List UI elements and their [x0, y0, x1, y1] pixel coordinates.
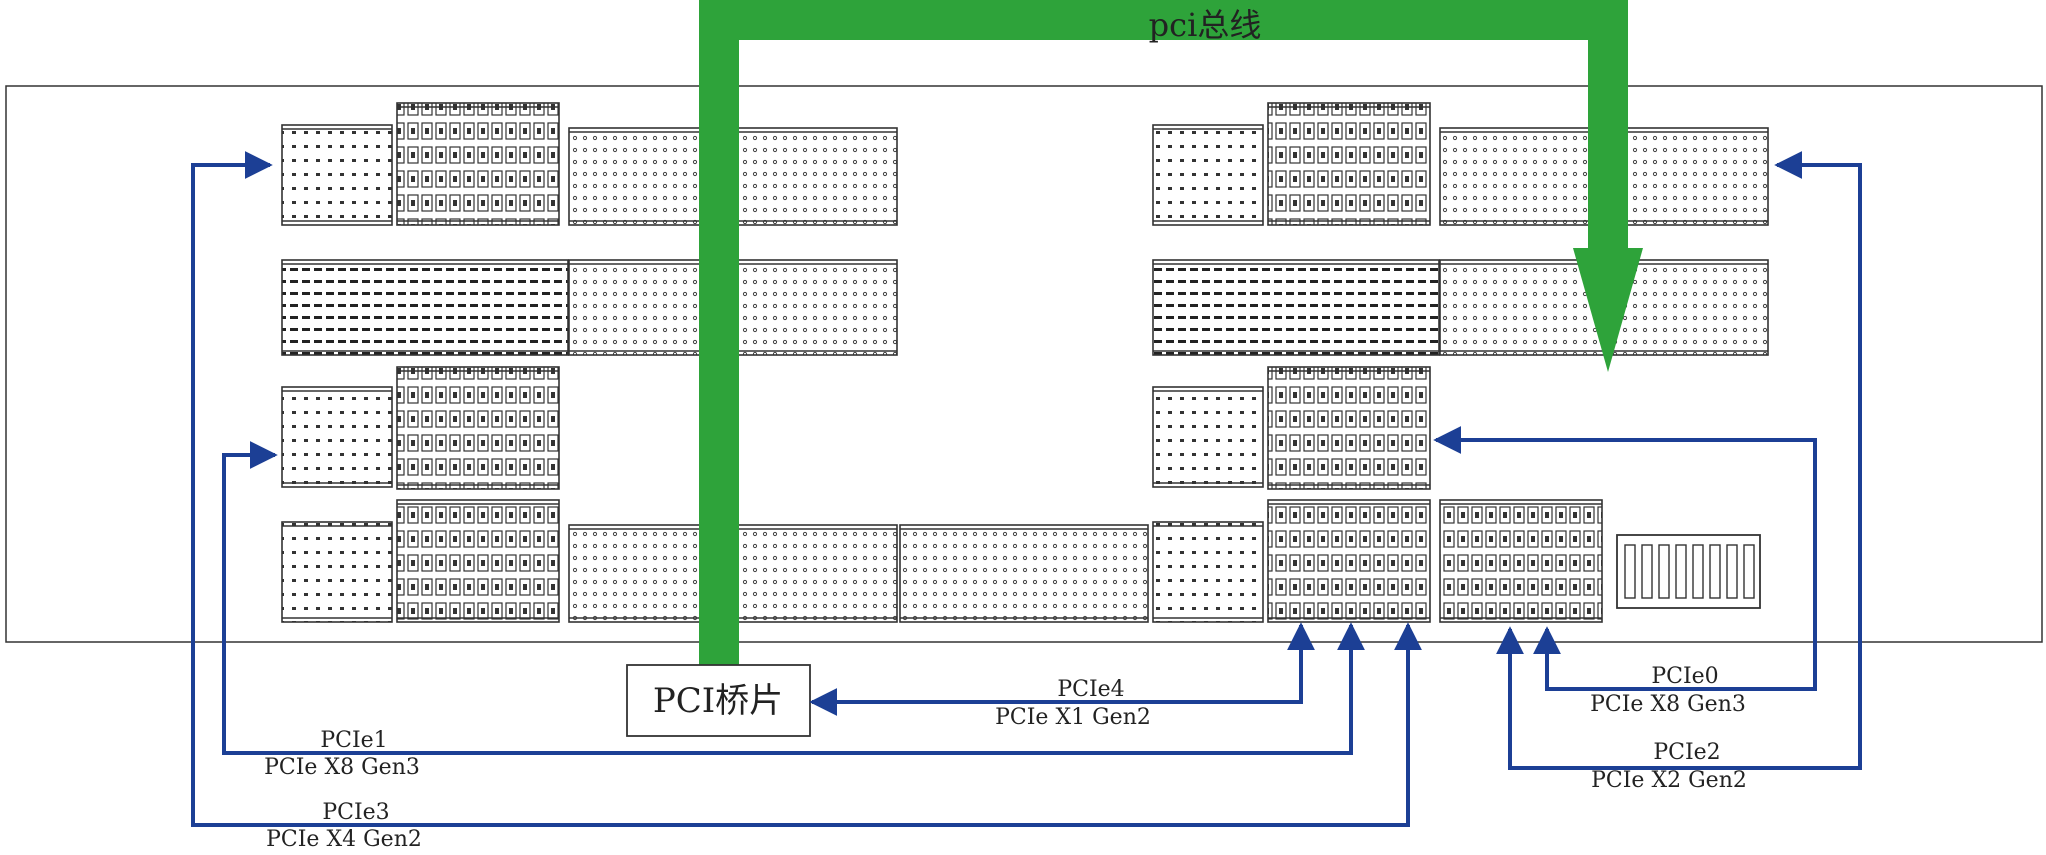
- pcie4-link: [809, 622, 1315, 716]
- connector-block: [1439, 499, 1603, 623]
- connector-block: [1152, 259, 1440, 356]
- connector-block: [1267, 102, 1431, 226]
- connector-block: [281, 386, 393, 488]
- connector-block: [1267, 499, 1431, 623]
- connector-block: [1152, 521, 1264, 623]
- pci-bus-label: pci总线: [1149, 6, 1262, 44]
- pcie1-name: PCIe1: [320, 728, 387, 753]
- connector-group: [281, 102, 1769, 623]
- connector-block: [281, 521, 393, 623]
- connector-block: [899, 524, 1149, 623]
- connector-block: [1152, 386, 1264, 488]
- pcie4-name: PCIe4: [1057, 677, 1124, 702]
- pci-bridge-label: PCI桥片: [653, 681, 783, 721]
- pcie3-name: PCIe3: [322, 800, 389, 825]
- pci-bridge-box: [626, 664, 811, 737]
- pcie2-link: [1496, 151, 1862, 770]
- connector-block: [396, 102, 560, 226]
- connector-block: [1267, 366, 1431, 490]
- pcie4-spec: PCIe X1 Gen2: [995, 705, 1151, 730]
- connector-block: [396, 499, 560, 623]
- connector-block: [1152, 124, 1264, 226]
- pcie2-name: PCIe2: [1653, 740, 1720, 765]
- pcie3-spec: PCIe X4 Gen2: [266, 827, 422, 852]
- slot-component: [1616, 534, 1761, 609]
- connector-block: [281, 259, 569, 356]
- pcie1-spec: PCIe X8 Gen3: [264, 755, 420, 780]
- pcie0-name: PCIe0: [1651, 664, 1718, 689]
- pcie3-link: [191, 151, 1422, 827]
- pcie0-spec: PCIe X8 Gen3: [1590, 692, 1746, 717]
- connector-block: [281, 124, 393, 226]
- pcie1-link: [222, 441, 1365, 755]
- connector-block: [396, 366, 560, 490]
- pcie2-spec: PCIe X2 Gen2: [1591, 768, 1747, 793]
